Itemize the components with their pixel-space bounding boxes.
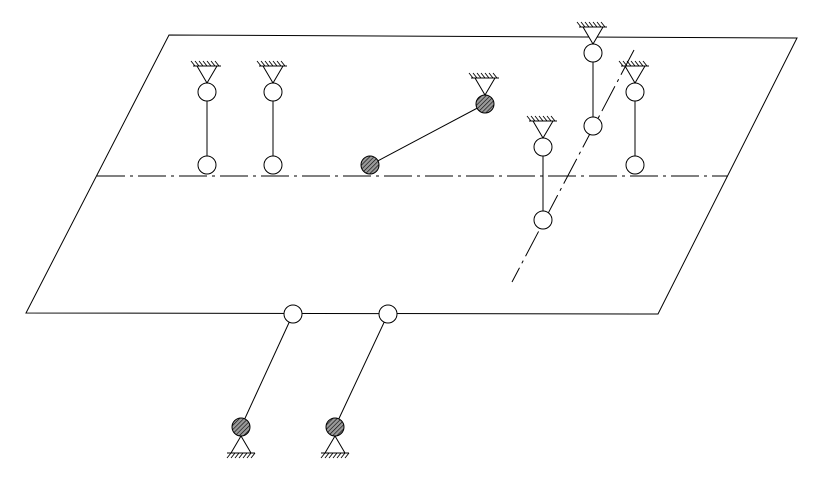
support-link-2-hatch — [280, 60, 286, 67]
support-link-6-triangle — [624, 65, 646, 84]
joint-link-5-bottom — [583, 116, 603, 136]
support-link-6-hatch — [618, 60, 624, 67]
support-link-2-hatch — [276, 60, 282, 67]
support-link-4-hatch — [550, 115, 556, 122]
support-link-4-hatch — [534, 115, 540, 122]
support-link-8-hatch — [336, 452, 342, 459]
support-link-5-hatch — [600, 21, 606, 28]
support-link-2-hatch — [264, 60, 270, 67]
support-link-6-hatch — [638, 60, 644, 67]
link-3-rod — [369, 103, 486, 166]
support-link-5-hatch — [588, 21, 594, 28]
support-link-3 — [468, 72, 499, 96]
support-link-6-hatch — [622, 60, 628, 67]
link-7-rod — [240, 313, 294, 428]
support-link-7-triangle — [230, 435, 252, 454]
support-link-3-hatch — [472, 72, 478, 79]
support-link-6-hatch — [634, 60, 640, 67]
joint-link-6-top — [625, 82, 645, 102]
support-link-1-hatch — [202, 60, 208, 67]
support-link-1-hatch — [206, 60, 212, 67]
support-link-3-hatch — [492, 72, 498, 79]
support-link-8-hatch — [320, 452, 326, 459]
joint-link-8-fixed-bottom — [325, 417, 345, 437]
joint-link-3-fixed-top — [475, 94, 495, 114]
joint-link-7-top — [283, 304, 303, 324]
support-link-4 — [526, 115, 557, 139]
support-link-4-hatch — [542, 115, 548, 122]
support-link-5-hatch — [576, 21, 582, 28]
support-link-7-hatch — [226, 452, 232, 459]
joint-link-5-top — [583, 43, 603, 63]
support-link-8-triangle — [324, 435, 346, 454]
support-link-8-hatch — [332, 452, 338, 459]
supports-group — [190, 21, 649, 459]
joint-link-2-bottom — [263, 155, 283, 175]
inclined-axis — [511, 49, 635, 283]
support-link-7-hatch — [242, 452, 248, 459]
support-link-6 — [618, 60, 649, 84]
support-link-4-hatch — [526, 115, 532, 122]
support-link-1-hatch — [214, 60, 220, 67]
support-link-7 — [226, 435, 256, 459]
joint-link-2-top — [263, 82, 283, 102]
support-link-4-hatch — [546, 115, 552, 122]
support-link-3-hatch — [468, 72, 474, 79]
support-link-5-hatch — [584, 21, 590, 28]
support-link-6-hatch — [630, 60, 636, 67]
support-link-7-hatch — [234, 452, 240, 459]
joint-link-1-top — [197, 82, 217, 102]
support-link-3-hatch — [488, 72, 494, 79]
support-link-1-hatch — [198, 60, 204, 67]
link-8-rod — [334, 313, 389, 428]
support-link-2 — [256, 60, 287, 84]
support-link-7-hatch — [230, 452, 236, 459]
support-link-5-triangle — [582, 26, 604, 45]
support-link-8 — [320, 435, 350, 459]
support-link-6-hatch — [626, 60, 632, 67]
support-link-8-hatch — [344, 452, 350, 459]
support-link-7-hatch — [238, 452, 244, 459]
support-link-2-hatch — [268, 60, 274, 67]
support-link-5 — [576, 21, 607, 45]
joint-link-1-bottom — [197, 155, 217, 175]
support-link-2-triangle — [262, 65, 284, 84]
support-link-6-hatch — [642, 60, 648, 67]
support-link-3-hatch — [476, 72, 482, 79]
support-link-5-hatch — [592, 21, 598, 28]
support-link-1-hatch — [210, 60, 216, 67]
support-link-4-hatch — [538, 115, 544, 122]
plate-outline — [25, 34, 798, 315]
support-link-1 — [190, 60, 221, 84]
support-link-8-hatch — [324, 452, 330, 459]
joint-link-3-fixed-bottom — [360, 155, 380, 175]
support-link-1-triangle — [196, 65, 218, 84]
support-link-3-hatch — [480, 72, 486, 79]
support-link-2-hatch — [272, 60, 278, 67]
support-link-4-triangle — [532, 120, 554, 139]
support-link-4-hatch — [530, 115, 536, 122]
support-link-3-hatch — [484, 72, 490, 79]
support-link-8-hatch — [328, 452, 334, 459]
support-link-5-hatch — [596, 21, 602, 28]
joint-link-4-top — [533, 137, 553, 157]
support-link-1-hatch — [190, 60, 196, 67]
support-link-2-hatch — [256, 60, 262, 67]
joint-link-6-bottom — [625, 155, 645, 175]
support-link-1-hatch — [194, 60, 200, 67]
support-link-3-triangle — [474, 77, 496, 96]
joint-link-8-top — [378, 304, 398, 324]
support-link-7-hatch — [246, 452, 252, 459]
joint-link-7-fixed-bottom — [231, 417, 251, 437]
joint-link-4-bottom — [533, 210, 553, 230]
support-link-8-hatch — [340, 452, 346, 459]
support-link-7-hatch — [250, 452, 256, 459]
support-link-5-hatch — [580, 21, 586, 28]
support-link-2-hatch — [260, 60, 266, 67]
